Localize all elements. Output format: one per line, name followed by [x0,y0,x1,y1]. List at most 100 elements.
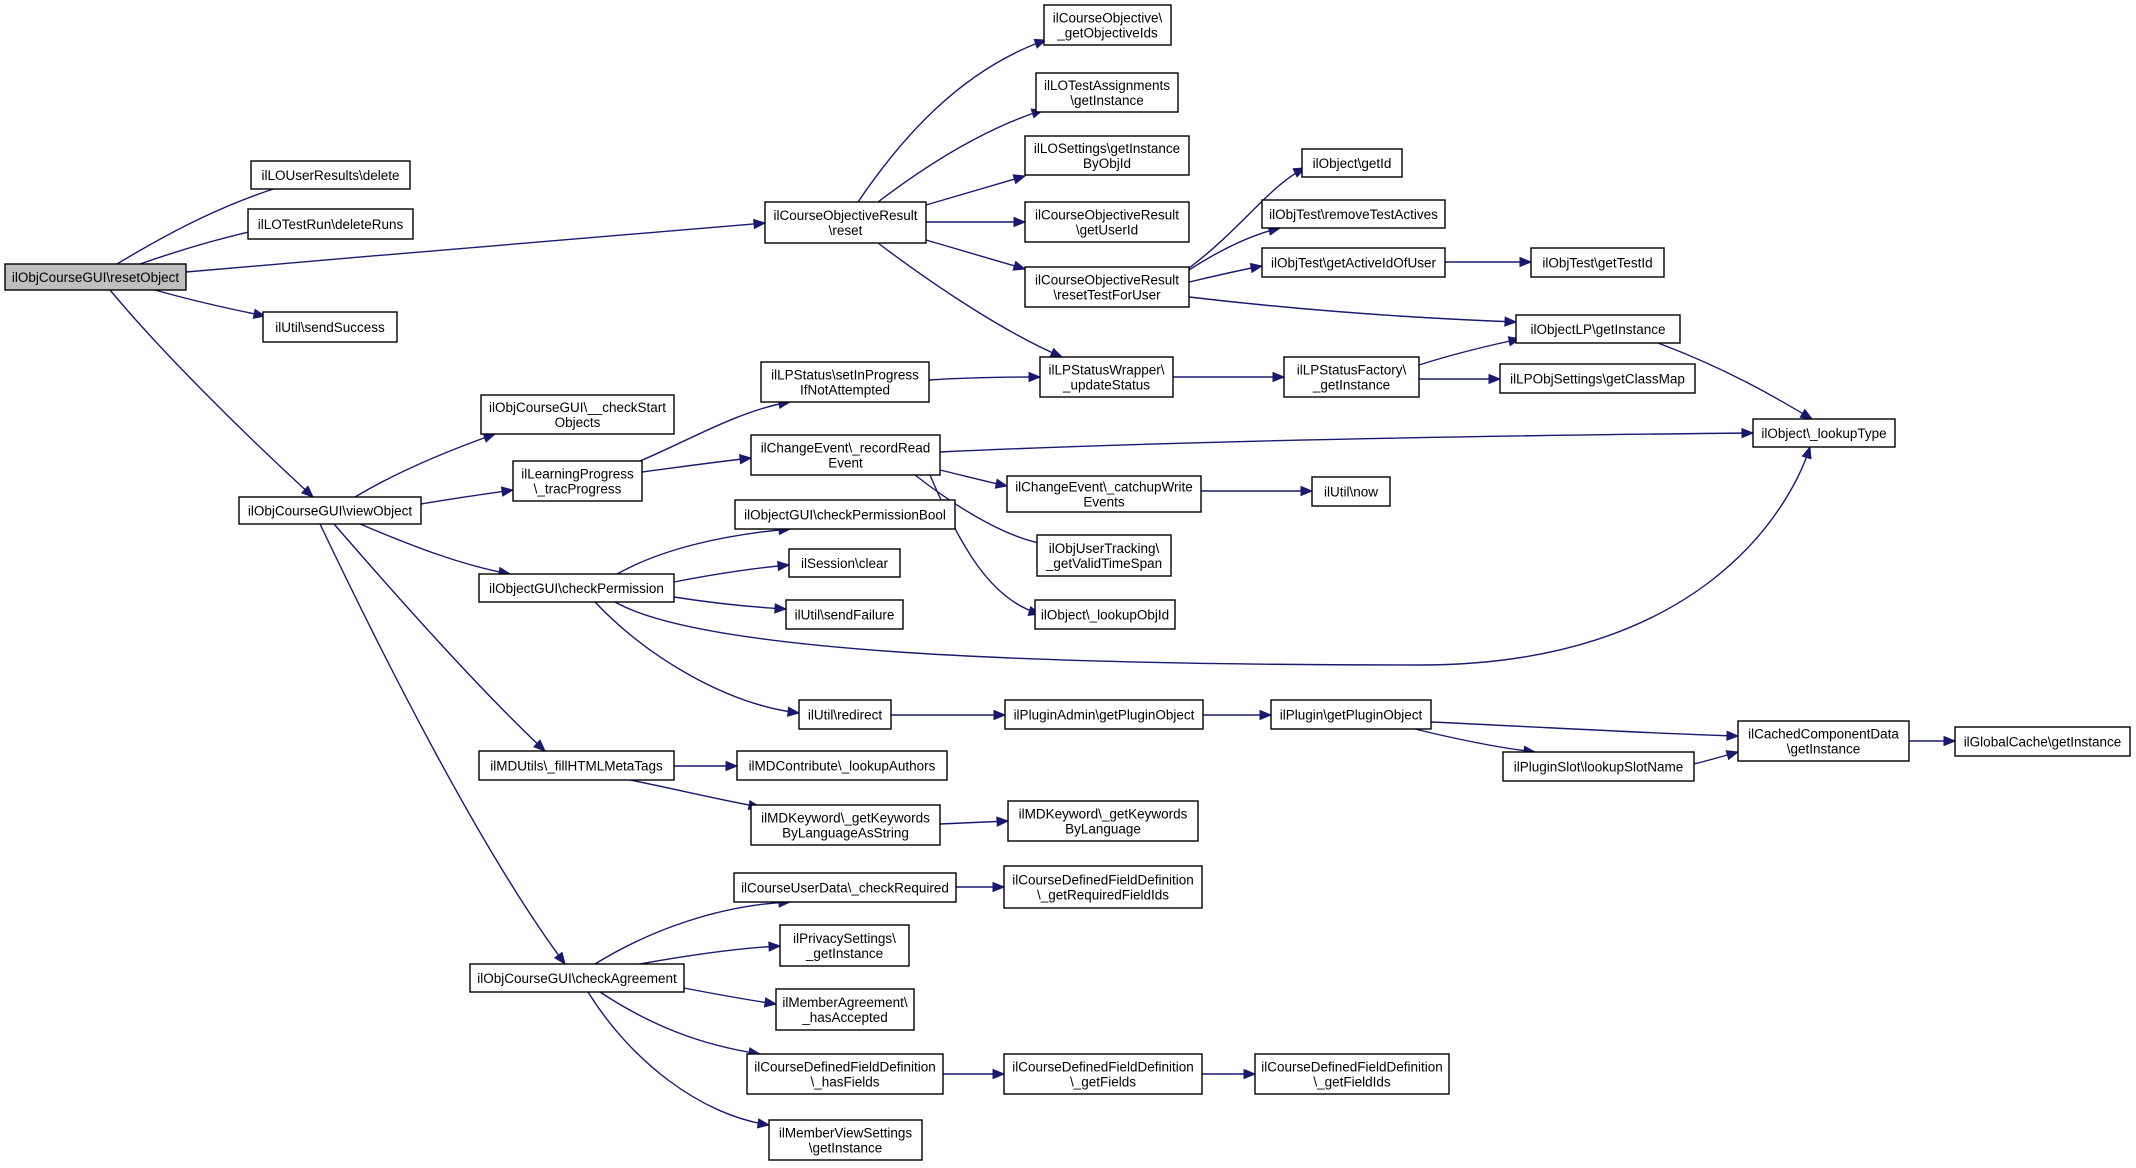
node-LPStatusFactory_getInstance[interactable]: ilLPStatusFactory\_getInstance [1283,356,1420,398]
node-CourseDefinedFieldDefinition_getFields[interactable]: ilCourseDefinedFieldDefinition\_getField… [1003,1053,1203,1095]
arrowhead-icon [482,432,497,443]
edge-line [1657,342,1813,420]
node-CourseDefinedFieldDefinition_getRequiredFieldIds[interactable]: ilCourseDefinedFieldDefinition\_getRequi… [1003,865,1203,909]
node-CachedComponentData_getInstance[interactable]: ilCachedComponentData\getInstance [1737,720,1910,762]
arrowhead-icon [1033,38,1048,49]
node-box [764,201,927,244]
node-label: ilCourseObjectiveResult [1035,273,1179,288]
node-label: _getValidTimeSpan [1045,556,1162,571]
node-CourseObjectiveResult_getUserId[interactable]: ilCourseObjectiveResult\getUserId [1024,201,1190,243]
node-ilUtil_sendFailure[interactable]: ilUtil\sendFailure [785,599,904,630]
edge-line [1188,167,1306,269]
node-MemberAgreement_hasAccepted[interactable]: ilMemberAgreement\_hasAccepted [775,988,915,1031]
node-Plugin_getPluginObject[interactable]: ilPlugin\getPluginObject [1270,699,1432,730]
arrowhead-icon [774,603,788,614]
node-CourseObjectiveResult_reset[interactable]: ilCourseObjectiveResult\reset [764,201,927,244]
node-ObjCourseGUI_checkAgreement[interactable]: ilObjCourseGUI\checkAgreement [469,963,685,993]
node-MDKeyword_getKeywordsByLanguageAsString[interactable]: ilMDKeyword\_getKeywordsByLanguageAsStri… [750,804,941,846]
node-label: ilObjTest\getActiveIdOfUser [1271,256,1437,271]
node-MemberViewSettings_getInstance[interactable]: ilMemberViewSettings\getInstance [768,1119,923,1161]
node-Object_lookupObjId[interactable]: ilObject\_lookupObjId [1034,599,1176,630]
node-PrivacySettings_getInstance[interactable]: ilPrivacySettings\_getInstance [779,924,910,967]
node-MDUtils_fillHTMLMetaTags[interactable]: ilMDUtils\_fillHTMLMetaTags [478,750,675,781]
node-viewObject[interactable]: ilObjCourseGUI\viewObject [238,496,422,525]
node-ilUtil_sendSuccess[interactable]: ilUtil\sendSuccess [262,311,398,343]
node-ObjectGUI_checkPermission[interactable]: ilObjectGUI\checkPermission [478,573,675,603]
node-CourseUserData_checkRequired[interactable]: ilCourseUserData\_checkRequired [733,872,957,903]
node-ObjTest_getActiveIdOfUser[interactable]: ilObjTest\getActiveIdOfUser [1261,247,1446,278]
node-GlobalCache_getInstance[interactable]: ilGlobalCache\getInstance [1954,726,2131,757]
node-label: ilLOSettings\getInstance [1034,141,1180,156]
node-Object_getId[interactable]: ilObject\getId [1301,148,1403,178]
node-label: _hasAccepted [801,1010,888,1025]
node-CourseDefinedFieldDefinition_getFieldIds[interactable]: ilCourseDefinedFieldDefinition\_getField… [1254,1053,1450,1095]
node-LOTestRun_deleteRuns[interactable]: ilLOTestRun\deleteRuns [247,208,414,240]
node-box [1502,751,1695,782]
edge-CourseDefinedFieldDefinition_getFields-to-CourseDefinedFieldDefinition_getFieldIds [1202,1068,1257,1080]
node-box [1003,865,1203,909]
node-label: ByLanguageAsString [782,826,909,841]
nodes-layer: ilObjCourseGUI\resetObject ilLOUserResult… [4,4,2131,1161]
node-Object_lookupType[interactable]: ilObject\_lookupType [1752,418,1896,448]
node-label: \getUserId [1076,223,1138,238]
edge-viewObject-to-LearningProgress_tracProgress [420,486,515,505]
edge-line [928,376,1041,381]
arrowhead-icon [763,997,778,1008]
edge-ObjTest_getActiveIdOfUser-to-ObjTest_getTestId [1445,256,1533,268]
node-LOUserResults_delete[interactable]: ilLOUserResults\delete [250,160,411,190]
node-resetObject[interactable]: ilObjCourseGUI\resetObject [4,263,187,291]
node-box [760,361,930,403]
node-PluginSlot_lookupSlotName[interactable]: ilPluginSlot\lookupSlotName [1502,751,1695,782]
arrowhead-icon [1013,216,1027,228]
node-CourseObjectiveResult_resetTestForUser[interactable]: ilCourseObjectiveResult\resetTestForUser [1024,266,1190,308]
node-label: ilUtil\now [1324,485,1378,500]
node-box [733,872,957,903]
node-CourseDefinedFieldDefinition_hasFields[interactable]: ilCourseDefinedFieldDefinition\_hasField… [746,1053,944,1095]
node-ilUtil_redirect[interactable]: ilUtil\redirect [798,699,892,730]
arrowhead-icon [786,706,801,717]
node-LearningProgress_tracProgress[interactable]: ilLearningProgress\_tracProgress [512,460,643,502]
node-LPStatusWrapper_updateStatus[interactable]: ilLPStatusWrapper\_updateStatus [1039,356,1174,398]
node-CourseObjective_getObjectiveIds[interactable]: ilCourseObjective\_getObjectiveIds [1043,4,1172,46]
edge-ObjCourseGUI_checkAgreement-to-CourseUserData_checkRequired [594,897,792,965]
node-ObjectGUI_checkPermissionBool[interactable]: ilObjectGUI\checkPermissionBool [734,499,956,530]
edge-line [639,945,781,965]
arrowhead-icon [1725,750,1740,761]
node-ObjectLP_getInstance[interactable]: ilObjectLP\getInstance [1515,314,1681,344]
edge-CourseObjectiveResult_reset-to-LOSettings_getInstanceByObjId [925,174,1027,206]
arrowhead-icon [1519,256,1533,268]
node-label: \_getFields [1070,1075,1136,1090]
edge-line [1414,728,1536,753]
node-ObjTest_getTestId[interactable]: ilObjTest\getTestId [1530,247,1665,278]
edge-ObjectGUI_checkPermission-to-ilUtil_sendFailure [673,596,788,614]
node-ilUtil_now[interactable]: ilUtil\now [1311,476,1391,507]
node-LPObjSettings_getClassMap[interactable]: ilLPObjSettings\getClassMap [1499,363,1696,394]
node-ObjTest_removeTestActives[interactable]: ilObjTest\removeTestActives [1261,199,1446,229]
node-ObjUserTracking_getValidTimeSpan[interactable]: ilObjUserTracking\_getValidTimeSpan [1036,534,1172,577]
node-box [1024,266,1190,308]
edge-line [939,432,1754,453]
node-box [1039,356,1174,398]
node-MDContribute_lookupAuthors[interactable]: ilMDContribute\_lookupAuthors [736,750,948,781]
node-Session_clear[interactable]: ilSession\clear [788,548,901,578]
edge-line [420,489,514,505]
node-box [1035,72,1179,113]
edge-CourseUserData_checkRequired-to-CourseDefinedFieldDefinition_getRequiredFieldIds [955,881,1006,893]
node-label: ilCourseObjectiveResult [1035,208,1179,223]
node-LOTestAssignments_getInstance[interactable]: ilLOTestAssignments\getInstance [1035,72,1179,113]
edge-line [614,446,1811,666]
node-label: ilObjUserTracking\ [1049,541,1160,556]
edge-line [139,228,263,265]
node-PluginAdmin_getPluginObject[interactable]: ilPluginAdmin\getPluginObject [1004,699,1204,730]
edge-ObjCourseGUI_checkAgreement-to-MemberAgreement_hasAccepted [683,987,778,1008]
node-box [1024,201,1190,243]
node-box [250,160,411,190]
edge-Plugin_getPluginObject-to-PluginSlot_lookupSlotName [1414,728,1537,756]
node-box [788,548,901,578]
